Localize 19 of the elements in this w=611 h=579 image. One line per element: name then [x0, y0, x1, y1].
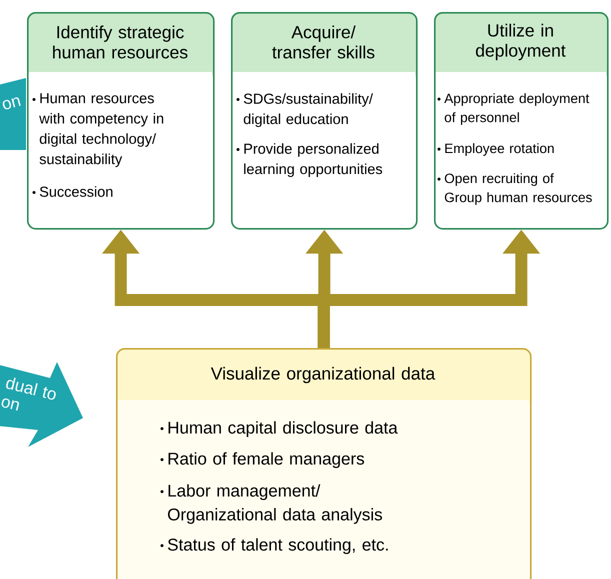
bullet-item: SDGs/sustainability/ digital education: [244, 93, 373, 128]
bullet-item: Human capital disclosure data: [168, 421, 398, 438]
bullet-item: Human resources with competency in digital technology/ sustainability: [39, 93, 164, 168]
card: [116, 348, 532, 579]
heading: Utilize in deployment: [476, 24, 566, 60]
heading: Visualize organizational data: [210, 366, 436, 384]
bullet-item: Labor management/ Organizational data analysis: [168, 484, 382, 524]
bullet-item: Appropriate deployment of personnel: [444, 93, 590, 125]
bullet-item: Ratio of female managers: [168, 452, 364, 468]
card: [434, 12, 609, 230]
bullet-item: Employee rotation: [445, 143, 554, 156]
bullet-item: Succession: [40, 186, 112, 197]
heading: Identify strategic human resources: [53, 26, 188, 58]
card: [231, 12, 418, 230]
card: [27, 12, 215, 230]
bullet-item: Open recruiting of Group human resources: [444, 173, 592, 205]
bullet-item: Provide personalized learning opportunities: [244, 143, 382, 178]
bullet-item: Status of talent scouting, etc.: [168, 538, 388, 554]
heading: Acquire/ transfer skills: [272, 26, 374, 58]
